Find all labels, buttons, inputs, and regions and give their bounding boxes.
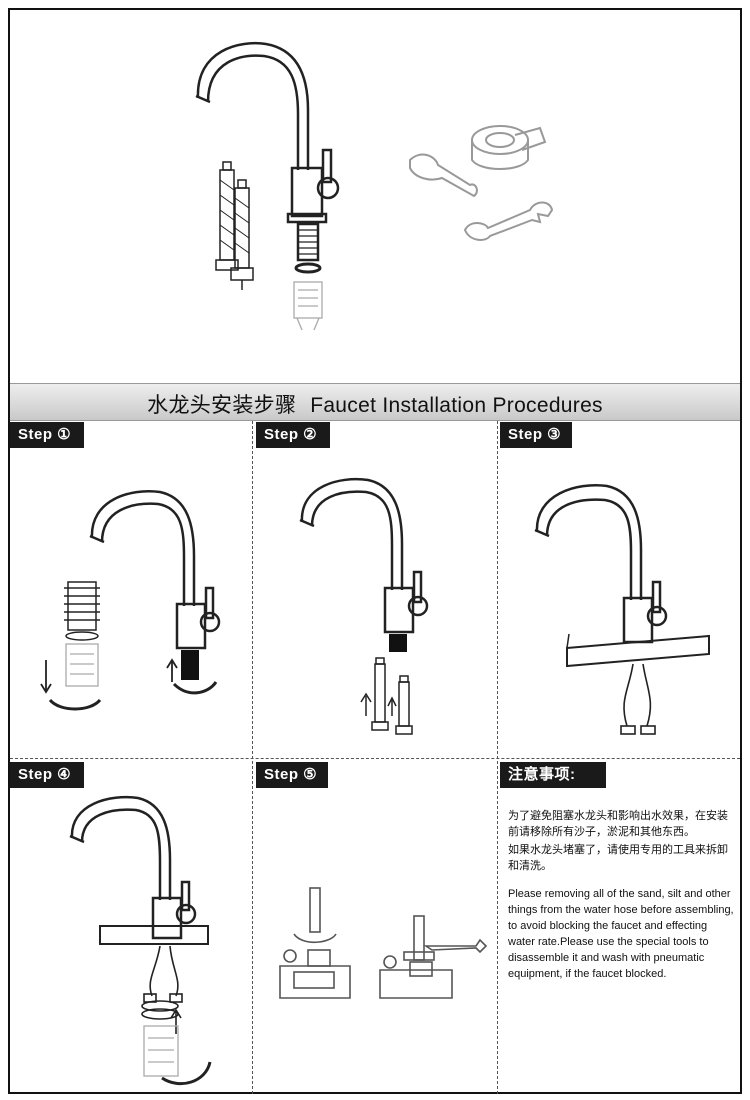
washer-tool — [471, 125, 529, 155]
step-5-label: Step ⑤ — [256, 762, 328, 788]
step-1-illustration — [10, 450, 250, 755]
step-5-illustration — [254, 790, 496, 1090]
notes-zh-1: 为了避免阻塞水龙头和影响出水效果，在安装前请移除所有沙子，淤泥和其他东西。 — [508, 809, 728, 838]
step-1-label: Step ① — [10, 422, 84, 448]
faucet-spout — [196, 42, 310, 170]
step-4-label: Step ④ — [10, 762, 84, 788]
notes-title: 注意事项: — [500, 762, 606, 788]
notes-zh-2: 如果水龙头堵塞了，请使用专用的工具来拆卸和清洗。 — [508, 843, 728, 872]
grid-divider — [10, 758, 740, 759]
step-4-illustration — [10, 790, 250, 1090]
grid-divider — [497, 421, 498, 1094]
wrench-tool — [409, 153, 478, 198]
banner-title: 水龙头安装步骤 Faucet Installation Procedures — [10, 389, 740, 419]
title-banner: 水龙头安装步骤 Faucet Installation Procedures — [10, 383, 740, 421]
faucet-body — [290, 166, 324, 218]
hero-illustration — [10, 10, 740, 380]
spanner-tool — [463, 201, 554, 241]
page-frame — [8, 8, 742, 1094]
step-2-illustration — [254, 450, 496, 755]
step-2-label: Step ② — [256, 422, 330, 448]
banner-title-zh: 水龙头安装步骤 — [147, 393, 297, 417]
step-3-label: Step ③ — [500, 422, 572, 448]
notes-panel: 为了避免阻塞水龙头和影响出水效果，在安装前请移除所有沙子，淤泥和其他东西。 如果… — [508, 808, 734, 984]
notes-en: Please removing all of the sand, silt an… — [508, 888, 734, 980]
grid-divider — [252, 421, 253, 1094]
step-3-illustration — [499, 450, 739, 755]
banner-title-en: Faucet Installation Procedures — [310, 394, 603, 417]
